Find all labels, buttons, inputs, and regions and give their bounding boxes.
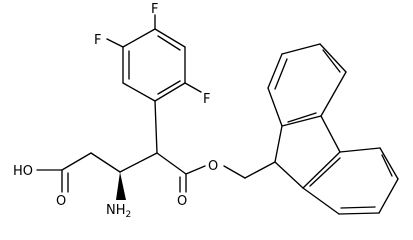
atom-label-o-ester: O [208, 159, 218, 174]
atom-label-f-left: F [94, 33, 101, 48]
fluorenyl-group [267, 43, 399, 215]
trifluorophenyl-ring [122, 28, 186, 102]
atom-label-f-right: F [203, 92, 210, 107]
atom-label-nh2: NH2 [106, 203, 131, 220]
atom-label-o-ester-carbonyl: O [177, 194, 187, 209]
atom-label-o-acid: O [56, 194, 66, 209]
main-chain-bonds [36, 100, 276, 193]
atom-label-ho: HO [13, 164, 33, 179]
stereo-wedge-bond [116, 172, 126, 200]
atom-label-nh2-subscript: 2 [126, 210, 132, 220]
atom-label-f-top: F [151, 2, 158, 17]
atom-label-nh: NH [106, 203, 126, 218]
bond-cf-right [184, 82, 202, 93]
bond-cf-left [106, 38, 124, 48]
